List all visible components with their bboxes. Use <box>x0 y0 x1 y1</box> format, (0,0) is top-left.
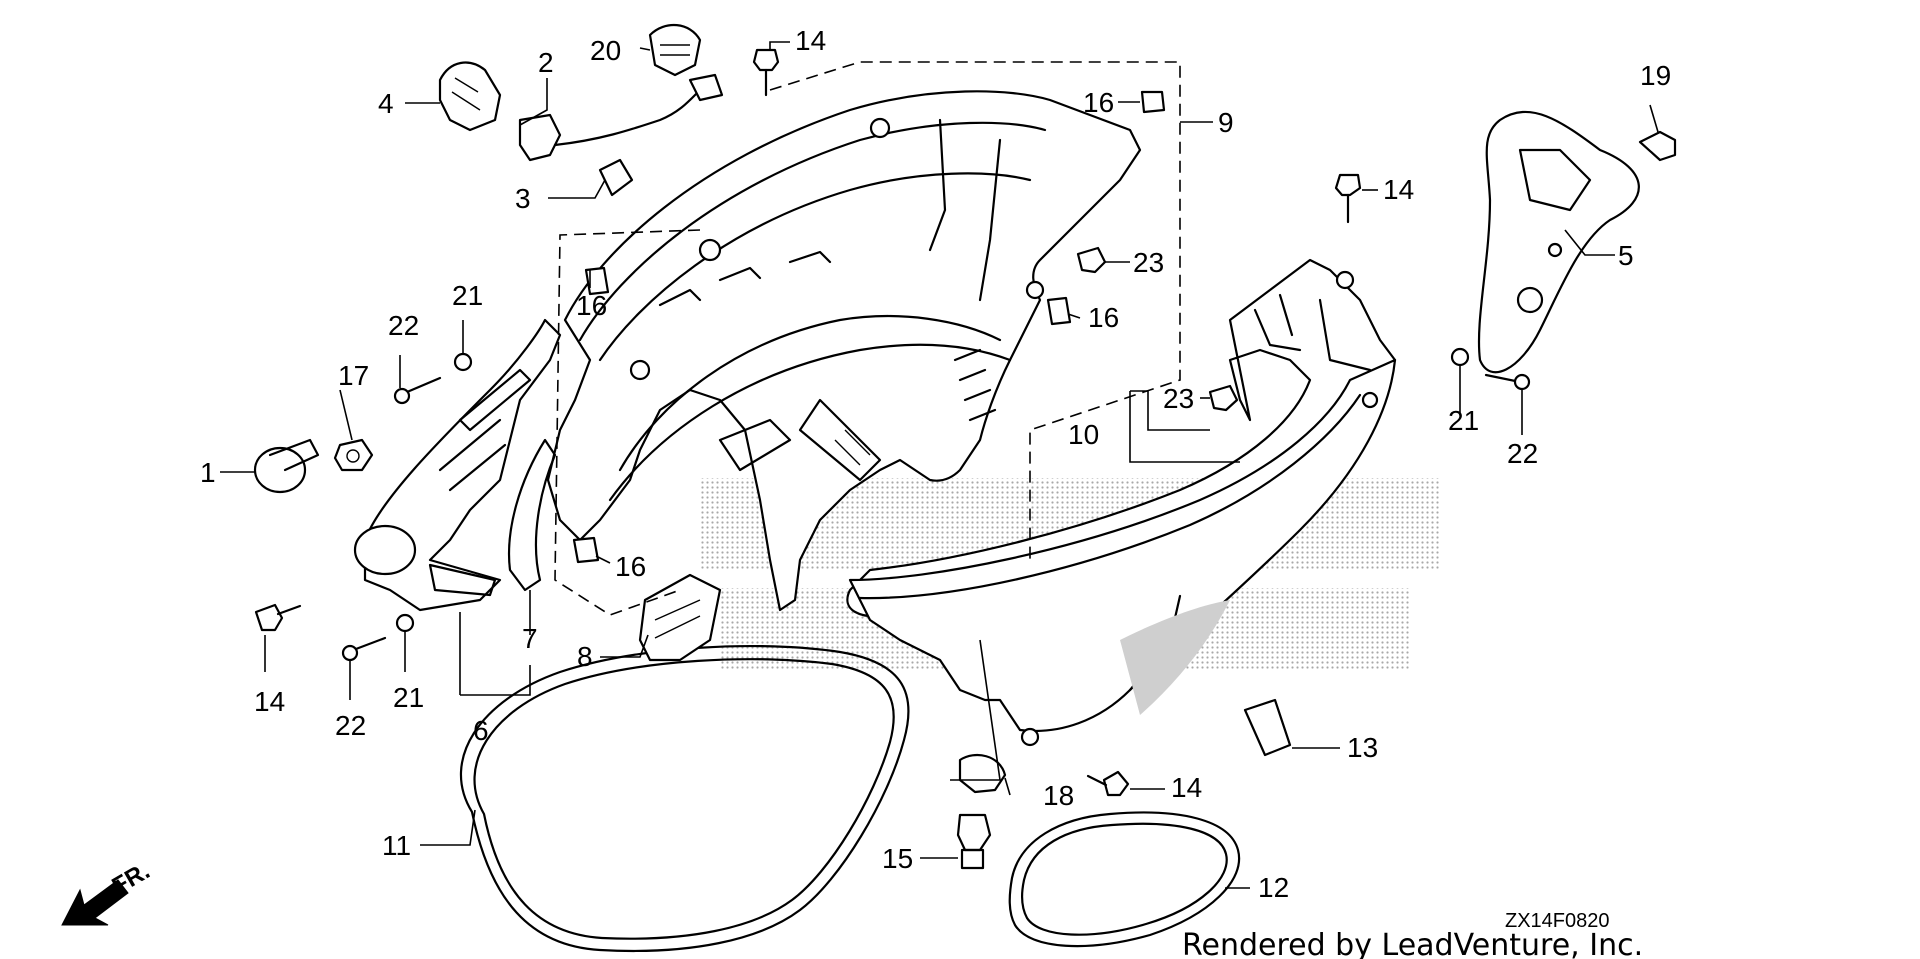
part-15-screw[interactable] <box>956 813 992 870</box>
callout-9: 9 <box>1218 107 1234 138</box>
callout-20: 20 <box>590 35 621 66</box>
callout-16-left: 16 <box>576 290 607 321</box>
callout-22-b: 22 <box>335 710 366 741</box>
leader-lines <box>220 41 1659 889</box>
part-5-plate[interactable] <box>1477 110 1640 374</box>
callout-18: 18 <box>1043 780 1074 811</box>
callout-22-c: 22 <box>1507 438 1538 469</box>
part-19-pin[interactable] <box>1638 130 1677 162</box>
part-8-bracket[interactable] <box>638 573 722 662</box>
part-21-washer-a <box>453 352 473 372</box>
callout-21-b: 21 <box>393 682 424 713</box>
callout-21-a: 21 <box>452 280 483 311</box>
callout-17: 17 <box>338 360 369 391</box>
callout-2: 2 <box>538 47 554 78</box>
callout-15: 15 <box>882 843 913 874</box>
part-21-washer-c <box>1450 347 1470 367</box>
front-direction-indicator: FR. <box>61 857 154 926</box>
part-3-clip[interactable] <box>598 158 634 197</box>
part-2-harness[interactable] <box>518 73 724 162</box>
part-4-grommet[interactable] <box>438 61 502 132</box>
callout-14-left: 14 <box>254 686 285 717</box>
part-16-clip-d <box>572 536 600 564</box>
part-14-bolt-bottom <box>1102 770 1130 797</box>
callout-4: 4 <box>378 88 394 119</box>
part-16-clip-c <box>584 266 610 296</box>
arrow-left-down-icon <box>61 879 129 926</box>
callout-21-c: 21 <box>1448 405 1479 436</box>
part-10-cover[interactable] <box>846 258 1397 747</box>
part-14-bolt-top <box>752 48 780 72</box>
part-14-bolt-left <box>254 603 284 632</box>
part-16-clip-b <box>1046 296 1072 326</box>
callout-1: 1 <box>200 457 216 488</box>
callout-16-right: 16 <box>1088 302 1119 333</box>
callout-10: 10 <box>1068 419 1099 450</box>
part-13-bolt[interactable] <box>1243 698 1292 757</box>
part-14-bolt-right <box>1334 173 1362 197</box>
callout-16-top: 16 <box>1083 87 1114 118</box>
callout-23-a: 23 <box>1133 247 1164 278</box>
part-21-washer-b <box>395 613 415 633</box>
callout-14-top: 14 <box>795 25 826 56</box>
callout-22-a: 22 <box>388 310 419 341</box>
callout-6: 6 <box>473 715 489 746</box>
callouts: 1 2 3 4 5 6 7 8 9 10 11 12 13 14 14 14 1… <box>200 25 1671 903</box>
assembly-outline-9 <box>554 61 1181 616</box>
callout-7: 7 <box>522 623 538 654</box>
callout-19: 19 <box>1640 60 1671 91</box>
callout-14-bottom: 14 <box>1171 772 1202 803</box>
part-9-cover[interactable] <box>546 90 1142 612</box>
part-16-clip-a <box>1140 90 1166 114</box>
callout-13: 13 <box>1347 732 1378 763</box>
part-23-grommet-a <box>1076 246 1107 274</box>
callout-12: 12 <box>1258 872 1289 903</box>
part-23-grommet-b <box>1208 384 1239 412</box>
part-7-seal[interactable] <box>508 438 557 592</box>
diagram-code: ZX14F0820 <box>1505 910 1610 932</box>
part-11-seal[interactable] <box>460 645 910 953</box>
callout-5: 5 <box>1618 240 1634 271</box>
callout-23-b: 23 <box>1163 383 1194 414</box>
callout-11: 11 <box>382 830 411 861</box>
part-18-clip[interactable] <box>958 753 1007 794</box>
callout-8: 8 <box>577 641 593 672</box>
callout-16-bottom: 16 <box>615 551 646 582</box>
callout-14-right: 14 <box>1383 174 1414 205</box>
render-credit: Rendered by LeadVenture, Inc. <box>1182 928 1643 959</box>
part-12-seal[interactable] <box>1008 811 1241 948</box>
part-17-nut[interactable] <box>333 438 374 472</box>
callout-3: 3 <box>515 183 531 214</box>
part-20-clamp[interactable] <box>648 23 702 77</box>
part-1-knob[interactable] <box>253 438 320 494</box>
part-6-grip[interactable] <box>353 318 562 612</box>
fasteners <box>254 48 1531 797</box>
